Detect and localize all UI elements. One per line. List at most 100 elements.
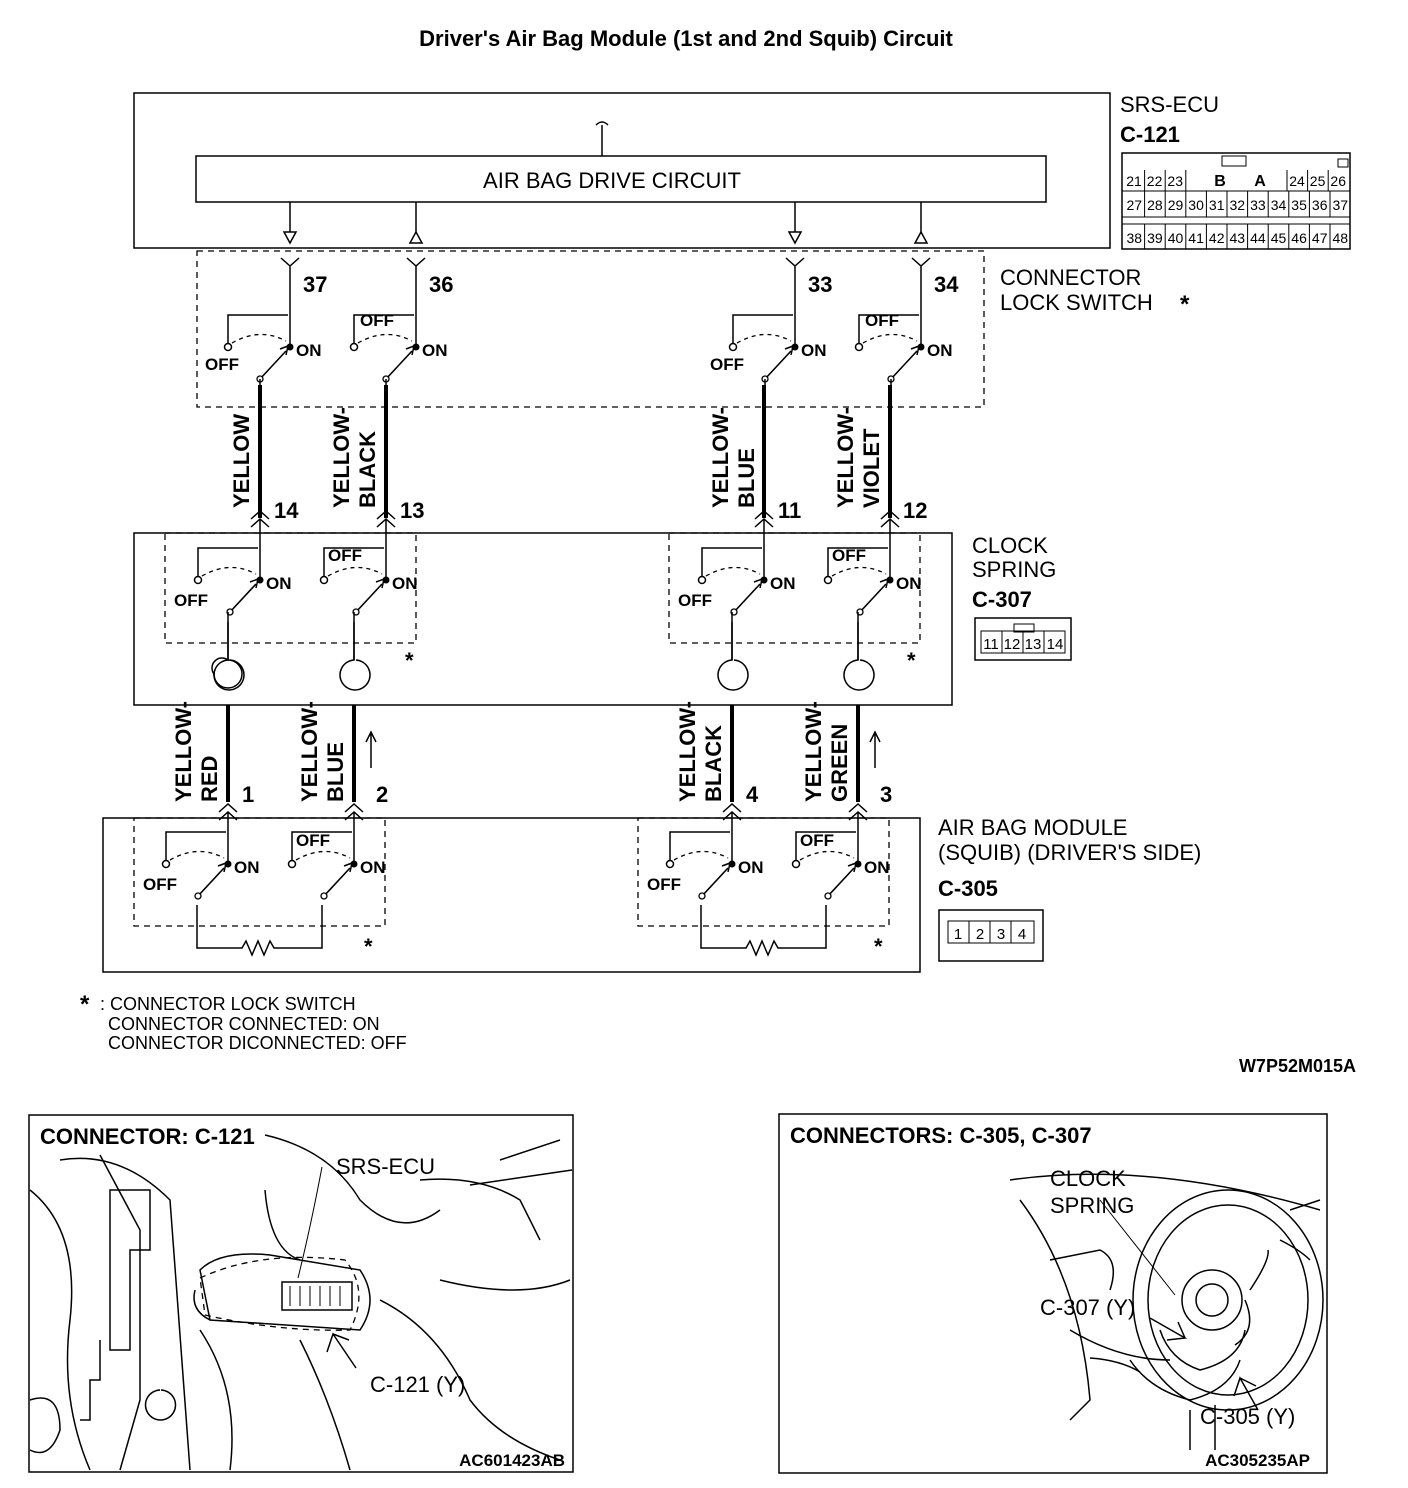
panel-c121-title: CONNECTOR: C-121 (40, 1124, 255, 1149)
switch-off-label: OFF (143, 875, 177, 894)
switch-off-label: OFF (800, 831, 834, 850)
c305-connector-face: 1 2 3 4 (938, 909, 1044, 962)
cs-pin-11: 11 (778, 498, 801, 523)
switch-off-label: OFF (647, 875, 681, 894)
c307-connector-face: 11 12 13 14 (974, 617, 1072, 661)
upper-harness (258, 385, 892, 518)
switch-off-label: OFF (832, 546, 866, 565)
c305-cell-1: 1 (954, 926, 962, 943)
srs-ecu-label: SRS-ECU (1120, 92, 1219, 117)
wire-color-12-b: VIOLET (859, 428, 884, 508)
c121-cell: 25 (1310, 173, 1326, 189)
lock-switch-37: ON OFF (205, 314, 322, 383)
ecu-pin-34: 34 (934, 272, 959, 297)
ecu-pin-36: 36 (429, 272, 453, 297)
air-bag-terminal-forks (218, 802, 868, 862)
clock-spring-switch-box-1 (164, 532, 417, 644)
panel-c305-callout-c305: C-305 (Y) (1200, 1404, 1295, 1429)
lock-switch-33: ON OFF (710, 314, 827, 383)
air-bag-connector-id: C-305 (938, 876, 998, 901)
c121-cell: 24 (1289, 173, 1305, 189)
ecu-pin-33: 33 (808, 272, 832, 297)
panel-c121-callout-ecu: SRS-ECU (336, 1154, 435, 1179)
diagram-title: Driver's Air Bag Module (1st and 2nd Squ… (419, 26, 953, 51)
c121-cell: 37 (1333, 197, 1349, 213)
c121-cell: 29 (1168, 197, 1184, 213)
switch-off-label: OFF (710, 355, 744, 374)
c121-cell: 42 (1209, 230, 1225, 246)
c121-cell: 21 (1126, 173, 1142, 189)
air-bag-star-2: * (874, 934, 883, 959)
switch-on-label: ON (422, 341, 448, 360)
ecu-pin-37: 37 (303, 272, 327, 297)
panel-c305-c307: CONNECTORS: C-305, C-307 CLOCK SPRING C-… (778, 1113, 1328, 1474)
c121-cell: 33 (1250, 197, 1266, 213)
c121-cell: 34 (1271, 197, 1287, 213)
wire-color-4-b: BLACK (701, 725, 726, 802)
switch-off-label: OFF (296, 831, 330, 850)
footnote-line-3: CONNECTOR DICONNECTED: OFF (108, 1033, 407, 1053)
c121-cell: 28 (1147, 197, 1163, 213)
c121-cell: 43 (1230, 230, 1246, 246)
air-bag-switch-box-1 (133, 817, 386, 927)
c121-cell: 36 (1312, 197, 1328, 213)
ab-pin-1: 1 (242, 782, 254, 807)
ecu-output-arrows (282, 202, 929, 245)
c121-cell: 47 (1312, 230, 1328, 246)
wire-color-2-a: YELLOW- (297, 701, 322, 802)
air-bag-star-1: * (364, 934, 373, 959)
clock-spring-terminal-forks (250, 509, 900, 578)
wire-color-11-b: BLUE (734, 448, 759, 508)
air-bag-switch-box-2 (637, 817, 890, 927)
c121-cell: 38 (1127, 230, 1143, 246)
connector-lock-switch-box (196, 250, 985, 408)
c121-cell: 44 (1250, 230, 1266, 246)
air-bag-module-label-2: (SQUIB) (DRIVER'S SIDE) (938, 840, 1201, 865)
air-bag-module-label-1: AIR BAG MODULE (938, 815, 1127, 840)
switch-on-label: ON (234, 858, 260, 877)
switch-on-label: ON (266, 574, 292, 593)
wire-color-3-b: GREEN (827, 724, 852, 802)
clock-spring-star-1: * (405, 648, 414, 673)
switch-off-label: OFF (174, 591, 208, 610)
c121-cell: 35 (1291, 197, 1307, 213)
switch-on-label: ON (296, 341, 322, 360)
panel-c121-code: AC601423AB (459, 1451, 565, 1470)
c121-cell: 46 (1291, 230, 1307, 246)
c307-cell-11: 11 (983, 636, 999, 653)
c307-cell-13: 13 (1025, 636, 1042, 653)
wire-color-1-a: YELLOW- (171, 701, 196, 802)
c121-cell: 30 (1188, 197, 1204, 213)
switch-on-label: ON (801, 341, 827, 360)
c305-cell-3: 3 (997, 926, 1005, 943)
switch-off-label: OFF (205, 355, 239, 374)
srs-ecu-box (133, 92, 1111, 249)
clock-spring-switch-box-2 (668, 532, 921, 644)
clock-spring-box (133, 532, 953, 706)
wire-color-1-b: RED (197, 756, 222, 802)
c305-cell-4: 4 (1018, 926, 1026, 943)
c121-cell: 41 (1188, 230, 1204, 246)
figure-code: W7P52M015A (1239, 1056, 1356, 1076)
ab-pin-2: 2 (376, 782, 388, 807)
switch-on-label: ON (392, 574, 418, 593)
panel-c121-callout-connector: C-121 (Y) (370, 1372, 465, 1397)
wire-color-4-a: YELLOW- (675, 701, 700, 802)
panel-c305-callout-c307: C-307 (Y) (1040, 1295, 1135, 1320)
c121-cell: 31 (1209, 197, 1225, 213)
c121-cell: 26 (1330, 173, 1346, 189)
wire-color-13-a: YELLOW- (329, 407, 354, 508)
panel-c305-title: CONNECTORS: C-305, C-307 (790, 1123, 1092, 1148)
panel-c121: CONNECTOR: C-121 SRS-ECU (28, 1114, 574, 1473)
lock-switch-label-2: LOCK SWITCH (1000, 290, 1153, 315)
